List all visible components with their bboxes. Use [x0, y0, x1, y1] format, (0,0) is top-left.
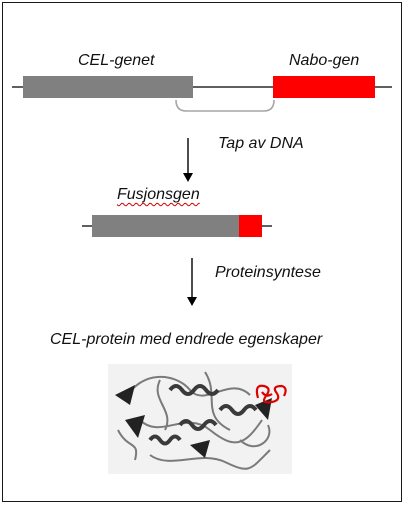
neighbor-gene-label: Nabo-gen	[289, 52, 360, 69]
protein-synthesis-label: Proteinsyntese	[215, 264, 321, 281]
arrow-down-1	[183, 138, 193, 182]
cel-protein-label: CEL-protein med endrede egenskaper	[50, 331, 323, 348]
protein-structure-image	[108, 364, 292, 474]
arrow-down-2	[187, 258, 197, 306]
fusion-gene-label: Fusjonsgen	[117, 186, 200, 203]
neighbor-gene-bar	[273, 76, 375, 98]
dna-loss-bracket	[175, 99, 275, 112]
dna-loss-label: Tap av DNA	[218, 135, 304, 152]
cel-gene-bar	[23, 76, 193, 98]
cel-gene-label: CEL-genet	[78, 52, 155, 69]
fusion-gene-gray-part	[92, 215, 240, 237]
fusion-gene-red-part	[239, 215, 262, 237]
